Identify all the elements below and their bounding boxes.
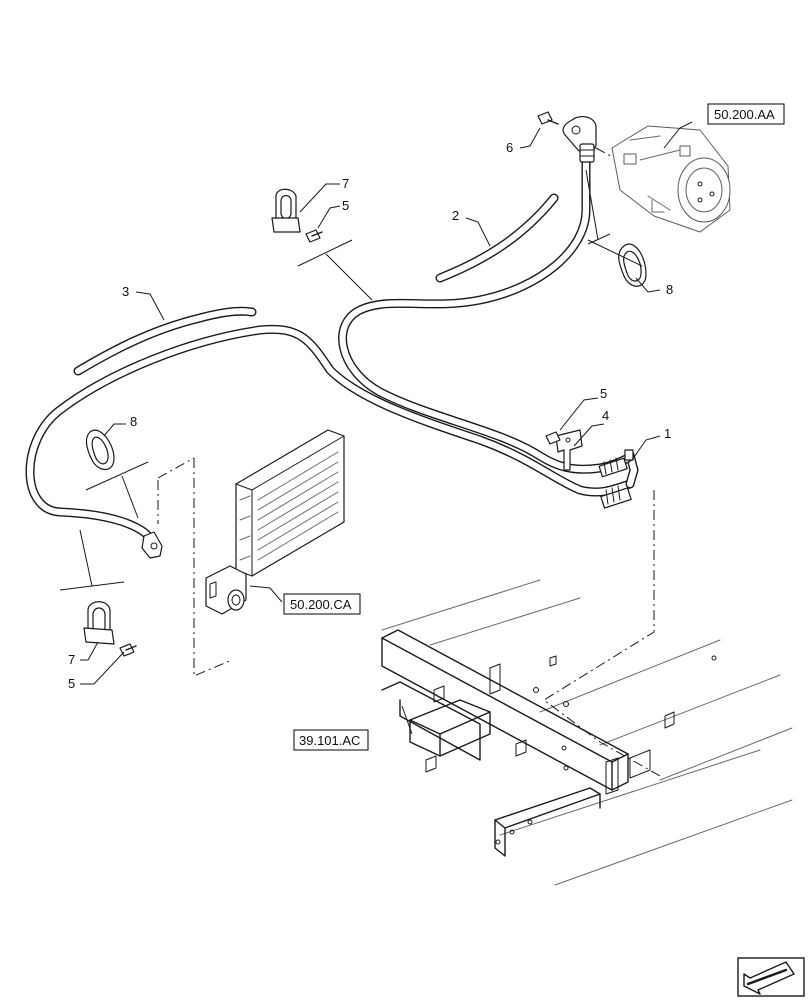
reference-evaporator: 50.200.CA: [283, 593, 361, 615]
reference-frame-label: 39.101.AC: [299, 733, 360, 748]
clamp-7-top: [271, 188, 301, 233]
reference-compressor: 50.200.AA: [707, 103, 785, 125]
o-ring-8-right: [618, 243, 647, 287]
bolt-5-top: [305, 229, 323, 243]
callout-7-top: 7: [342, 176, 349, 191]
o-ring-8-left: [85, 429, 115, 471]
hose-3: [73, 306, 257, 376]
callout-4: 4: [602, 408, 609, 423]
callout-7-bottom: 7: [68, 652, 75, 667]
callout-numbers: 1 2 3 4 5 5 5 6 7 7 8 8: [68, 140, 673, 691]
reference-frame: 39.101.AC: [293, 729, 369, 751]
callout-5-mid: 5: [600, 386, 607, 401]
bolt-6: [537, 111, 559, 125]
break-symbols: [59, 169, 643, 591]
callout-8-left: 8: [130, 414, 137, 429]
hose-2: [435, 193, 559, 283]
clamp-7-bottom: [83, 601, 115, 645]
reference-evaporator-label: 50.200.CA: [290, 597, 352, 612]
compressor: [611, 125, 731, 233]
hose-fitting-left: [141, 531, 163, 559]
alignment-centerlines: [157, 147, 661, 777]
next-page-arrow-icon[interactable]: [737, 957, 805, 997]
callout-5-bottom: 5: [68, 676, 75, 691]
frame-assembly: [381, 579, 793, 886]
hose-fittings-right: [598, 449, 634, 509]
callout-leaders: [80, 121, 693, 735]
hose-line-1: [25, 324, 639, 543]
clip-4: [555, 429, 583, 471]
compressor-fitting: [562, 116, 597, 163]
evaporator: [205, 429, 345, 615]
hose-line-2: [338, 143, 633, 474]
callout-1: 1: [664, 426, 671, 441]
callout-2: 2: [452, 208, 459, 223]
callout-6: 6: [506, 140, 513, 155]
callout-5-top: 5: [342, 198, 349, 213]
bolt-5-mid: [545, 431, 561, 445]
reference-compressor-label: 50.200.AA: [714, 107, 775, 122]
callout-8-right: 8: [666, 282, 673, 297]
callout-3: 3: [122, 284, 129, 299]
